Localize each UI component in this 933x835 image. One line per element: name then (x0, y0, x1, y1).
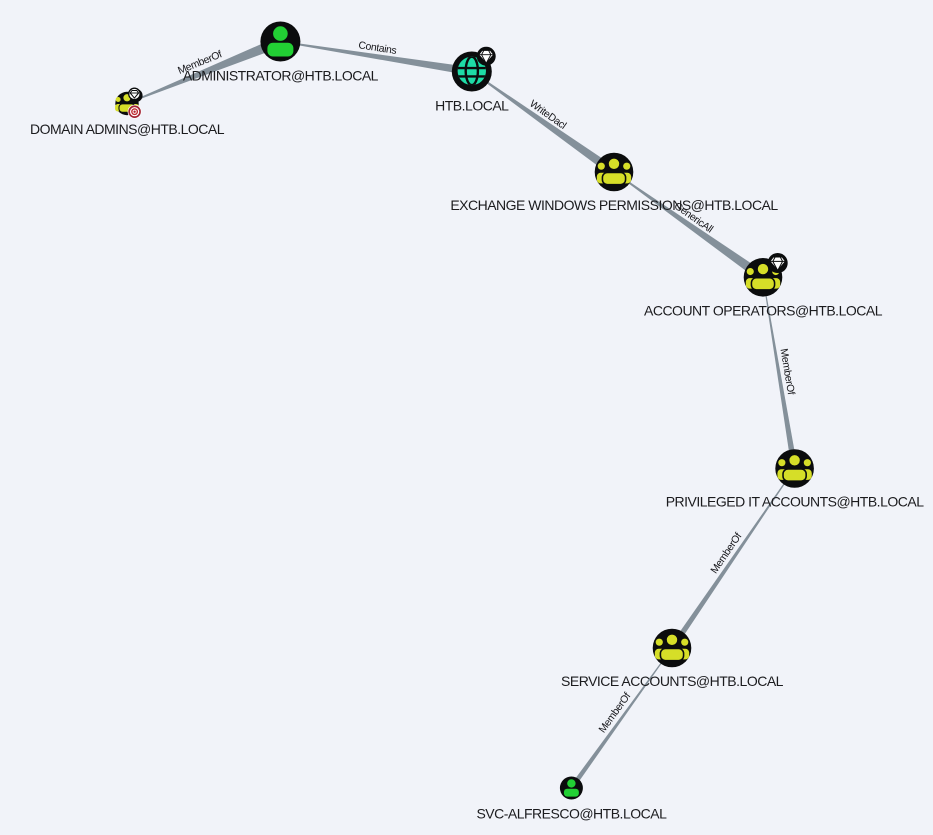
svg-text:SERVICE ACCOUNTS@HTB.LOCAL: SERVICE ACCOUNTS@HTB.LOCAL (561, 673, 784, 689)
svg-text:ACCOUNT OPERATORS@HTB.LOCAL: ACCOUNT OPERATORS@HTB.LOCAL (644, 302, 883, 318)
svg-text:ADMINISTRATOR@HTB.LOCAL: ADMINISTRATOR@HTB.LOCAL (183, 67, 379, 83)
svg-text:PRIVILEGED IT ACCOUNTS@HTB.LOC: PRIVILEGED IT ACCOUNTS@HTB.LOCAL (666, 494, 925, 510)
svg-text:EXCHANGE WINDOWS PERMISSIONS@H: EXCHANGE WINDOWS PERMISSIONS@HTB.LOCAL (450, 197, 778, 213)
svg-text:HTB.LOCAL: HTB.LOCAL (435, 97, 509, 113)
svg-text:SVC-ALFRESCO@HTB.LOCAL: SVC-ALFRESCO@HTB.LOCAL (476, 805, 667, 821)
svg-text:DOMAIN ADMINS@HTB.LOCAL: DOMAIN ADMINS@HTB.LOCAL (30, 121, 225, 137)
